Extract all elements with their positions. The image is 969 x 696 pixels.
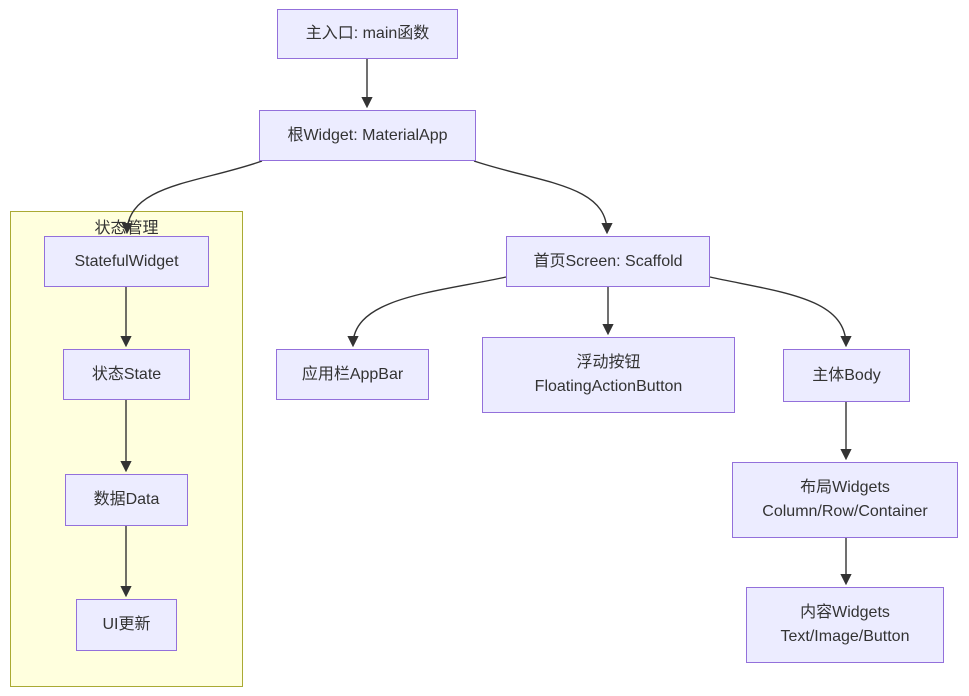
cluster-state-management-label: 状态管理 [94,220,159,237]
node-content-widgets: 内容Widgets Text/Image/Button [746,587,944,663]
node-main-entry: 主入口: main函数 [277,9,458,59]
node-data: 数据Data [65,474,188,526]
node-body: 主体Body [783,349,910,402]
node-state: 状态State [63,349,190,400]
edge-scaffold-to-appbar [347,276,507,348]
node-ui-update: UI更新 [76,599,177,651]
node-layout-widgets: 布局Widgets Column/Row/Container [732,462,958,538]
node-floating-action-button: 浮动按钮 FloatingActionButton [482,337,735,413]
edge-scaffold-to-body [709,276,852,348]
node-app-bar: 应用栏AppBar [276,349,429,400]
node-scaffold: 首页Screen: Scaffold [506,236,710,287]
node-material-app: 根Widget: MaterialApp [259,110,476,161]
node-stateful-widget: StatefulWidget [44,236,209,287]
edge-materialapp-to-scaffold [473,160,613,235]
